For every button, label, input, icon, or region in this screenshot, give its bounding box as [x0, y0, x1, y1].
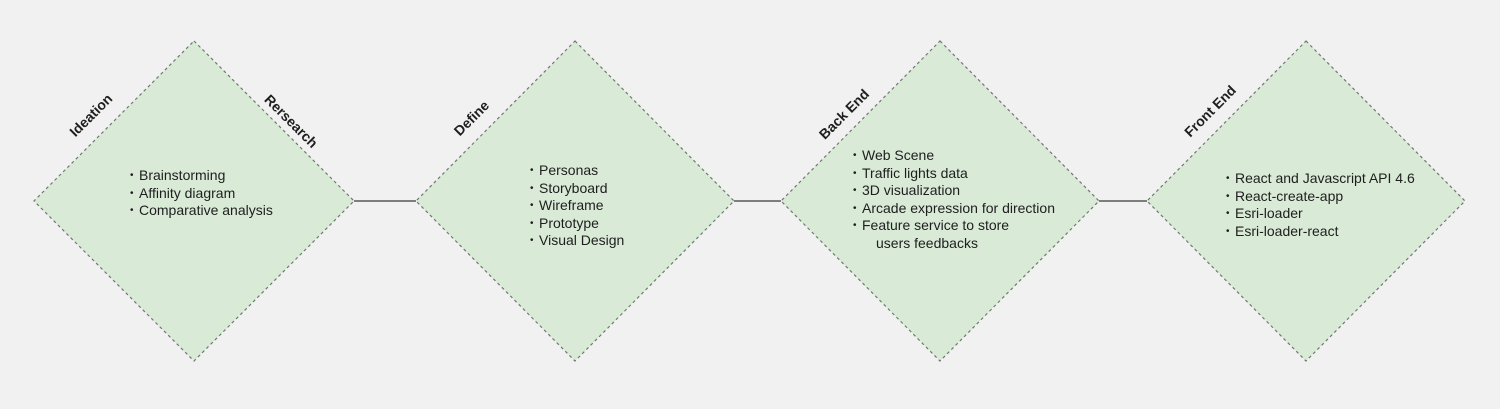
list-item: •Comparative analysis: [130, 202, 273, 218]
list-item: •Affinity diagram: [130, 184, 236, 201]
stage-items-back-end: •Web Scene •Traffic lights data •3D visu…: [853, 147, 1055, 252]
bullet-icon: •: [130, 187, 134, 199]
list-item: •3D visualization: [853, 182, 961, 198]
bullet-icon: •: [1226, 190, 1230, 202]
bullet-icon: •: [530, 235, 534, 246]
bullet-icon: •: [853, 167, 857, 179]
bullet-icon: •: [1226, 173, 1230, 184]
bullet-icon: •: [530, 182, 534, 194]
list-item: •Esri-loader-react: [1226, 222, 1339, 239]
list-item: •React-create-app: [1226, 187, 1344, 204]
bullet-icon: •: [530, 217, 534, 229]
stage-items-define: •Personas •Storyboard •Wireframe •Protot…: [530, 162, 624, 250]
list-item: •Esri-loader: [1226, 205, 1303, 221]
list-item: •Prototype: [530, 214, 599, 231]
stage-diamond-front-end: [1146, 40, 1466, 362]
bullet-icon: •: [130, 170, 134, 181]
stage-diamond-back-end: [780, 40, 1100, 362]
bullet-icon: •: [853, 220, 857, 231]
stage-items-ideation-research: •Brainstorming •Affinity diagram •Compar…: [130, 167, 273, 220]
list-item: •Arcade expression for direction: [853, 199, 1055, 216]
list-item: •Wireframe: [530, 197, 604, 213]
bullet-icon: •: [130, 205, 134, 216]
stage-items-front-end: •React and Javascript API 4.6 •React-cre…: [1226, 170, 1415, 240]
list-item: •Storyboard: [530, 179, 608, 196]
bullet-icon: •: [853, 185, 857, 196]
list-item: •Traffic lights data: [853, 164, 968, 181]
list-item: •Feature service to store: [853, 217, 1010, 233]
list-item: •React and Javascript API 4.6: [1226, 170, 1415, 186]
list-item: •Web Scene: [853, 147, 935, 163]
bullet-icon: •: [530, 200, 534, 211]
bullet-icon: •: [853, 150, 857, 161]
bullet-icon: •: [1226, 208, 1230, 219]
list-item: •Brainstorming: [130, 167, 226, 183]
stage-diamond-ideation-research: [33, 40, 355, 362]
bullet-icon: •: [853, 202, 857, 214]
list-item: •Personas: [530, 162, 599, 178]
bullet-icon: •: [530, 165, 534, 176]
bullet-icon: •: [1226, 225, 1230, 237]
list-item-continuation: users feedbacks: [876, 234, 978, 251]
list-item: •Visual Design: [530, 232, 625, 248]
stage-diamond-define: [415, 40, 735, 362]
